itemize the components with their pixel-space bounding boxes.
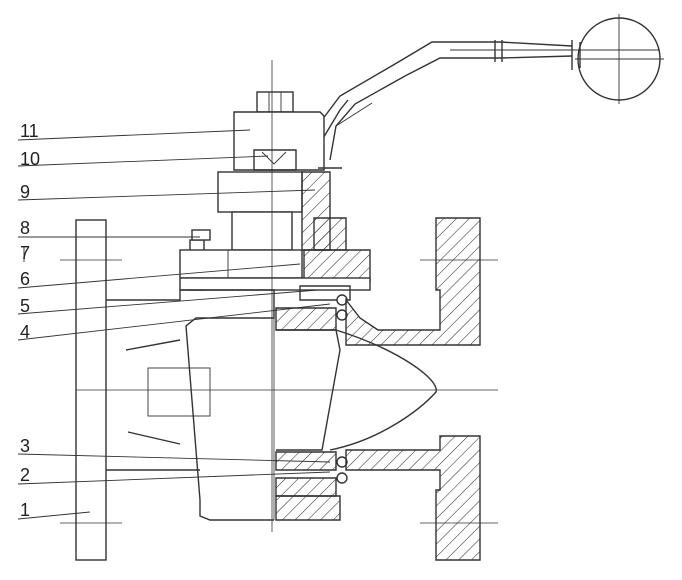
leader-lines <box>17 129 331 520</box>
callout-3: 3 <box>20 436 30 456</box>
callout-4: 4 <box>20 322 30 342</box>
callout-11: 11 <box>20 121 39 141</box>
callout-2: 2 <box>20 465 30 485</box>
callout-1: 1 <box>20 500 30 520</box>
right-body-section <box>270 217 498 561</box>
callout-6: 6 <box>20 269 30 289</box>
callout-8: 8 <box>20 218 30 238</box>
handle-ball-knob <box>575 14 664 104</box>
stem-head <box>233 91 342 171</box>
valve-body <box>76 289 275 521</box>
top-cover <box>179 249 371 301</box>
callout-9: 9 <box>20 182 30 202</box>
callout-7: 7 <box>20 243 30 263</box>
callout-10: 10 <box>20 149 40 169</box>
callout-5: 5 <box>20 296 30 316</box>
callout-labels: 11 10 9 8 7 6 5 4 3 2 1 <box>20 121 40 520</box>
lever-handle <box>317 40 660 161</box>
